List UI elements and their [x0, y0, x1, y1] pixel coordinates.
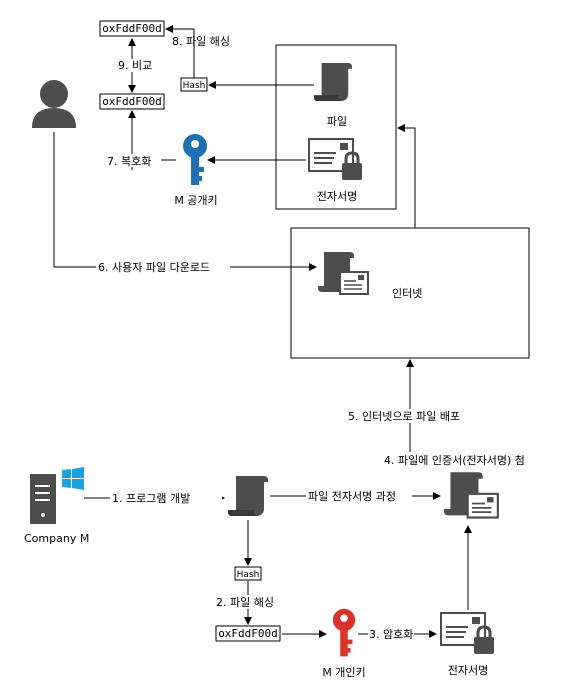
svg-text:5. 인터넷으로 파일 배포: 5. 인터넷으로 파일 배포 — [348, 409, 460, 423]
public-key-icon — [183, 134, 207, 185]
step1-label: 1. 프로그램 개발 — [110, 491, 222, 505]
svg-text:oxFddF00d: oxFddF00d — [102, 95, 162, 108]
step5-label: 5. 인터넷으로 파일 배포 — [346, 409, 476, 423]
svg-text:6. 사용자 파일 다운로드: 6. 사용자 파일 다운로드 — [98, 260, 210, 274]
step3-label: 3. 암호화 — [368, 627, 414, 641]
program-scroll-icon — [228, 476, 268, 516]
svg-text:3. 암호화: 3. 암호화 — [369, 628, 413, 641]
signature-label: 전자서명 — [317, 190, 357, 203]
public-key-label: M 공개키 — [174, 194, 217, 207]
private-key-icon — [332, 608, 356, 657]
hash-box-bottom: Hash — [234, 566, 262, 581]
hash-value-box-bottom: oxFddF00d — [215, 625, 281, 642]
internet-box — [290, 227, 530, 359]
scroll-certificate-icon — [318, 250, 370, 296]
step7-label: 7. 복호화 — [103, 154, 161, 168]
hash-value-box-top: oxFddF00d — [99, 20, 165, 37]
svg-text:2. 파일 해싱: 2. 파일 해싱 — [216, 595, 274, 609]
server-icon — [30, 474, 56, 524]
svg-text:oxFddF00d: oxFddF00d — [102, 22, 162, 35]
private-key-label: M 개인키 — [322, 666, 365, 679]
svg-text:7. 복호화: 7. 복호화 — [107, 155, 151, 168]
svg-text:Hash: Hash — [237, 570, 260, 580]
company-label: Company M — [24, 532, 89, 545]
signature-bottom-label: 전자서명 — [448, 664, 488, 677]
file-signature-box — [275, 44, 397, 210]
signed-file-icon — [444, 471, 500, 519]
user-icon — [32, 80, 76, 128]
internet-label: 인터넷 — [392, 287, 422, 300]
file-label: 파일 — [327, 114, 347, 128]
svg-text:oxFddF00d: oxFddF00d — [218, 627, 278, 640]
certificate-lock-icon — [308, 138, 364, 182]
svg-text:Hash: Hash — [183, 81, 206, 91]
sign-process-label: 파일 전자서명 과정 — [306, 489, 412, 503]
document-scroll-icon — [314, 63, 352, 101]
svg-text:파일 전자서명 과정: 파일 전자서명 과정 — [308, 489, 396, 503]
step2-label: 2. 파일 해싱 — [216, 595, 280, 609]
hash-value-box-decrypted: oxFddF00d — [99, 93, 165, 110]
step4-label: 4. 파일에 인증서(전자서명) 첨 — [384, 453, 525, 467]
step8-label: 8. 파일 해싱 — [172, 34, 230, 48]
windows-logo-icon — [62, 467, 84, 490]
svg-text:9. 비교: 9. 비교 — [118, 59, 152, 72]
svg-text:1. 프로그램 개발: 1. 프로그램 개발 — [112, 492, 190, 505]
step6-label: 6. 사용자 파일 다운로드 — [96, 260, 230, 274]
certificate-lock-icon-bottom — [440, 612, 496, 656]
hash-box-top: Hash — [180, 77, 208, 92]
step9-label: 9. 비교 — [114, 59, 154, 72]
